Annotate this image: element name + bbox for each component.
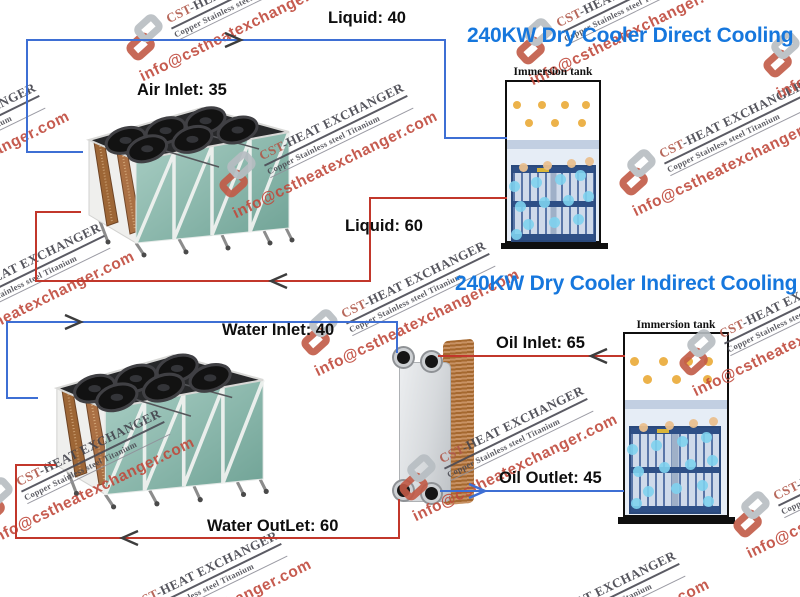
submerged-server-rack xyxy=(627,417,721,514)
pipe-water-inlet xyxy=(6,321,398,323)
direct-cooling-title: 240KW Dry Cooler Direct Cooling xyxy=(467,24,794,47)
watermark: CST-HEAT EXCHANGER Copper Stainless stee… xyxy=(754,0,800,103)
label-water-inlet: Water Inlet: 40 xyxy=(222,321,335,339)
label-oil-outlet: Oil Outlet: 45 xyxy=(499,469,602,487)
flow-arrow-left xyxy=(119,529,139,547)
dry-cooler-direct xyxy=(86,106,295,258)
watermark: CST-HEAT EXCHANGER Copper Stainless stee… xyxy=(724,410,800,563)
watermark-subtitle: Copper Stainless steel Titanium xyxy=(171,0,321,42)
watermark-email: info@cstheatexchanger.com xyxy=(744,447,800,563)
immersion-tank-indirect xyxy=(623,332,729,517)
tank-base xyxy=(501,243,608,249)
pipe-oil-outlet xyxy=(440,490,624,492)
watermark-email: info@cstheatexchanger.com xyxy=(774,0,800,103)
port-top-left xyxy=(394,348,413,367)
pipe-water-inlet xyxy=(396,321,398,353)
watermark-subtitle: Copper Stainless steel Titanium xyxy=(536,564,686,597)
pipe-liquid-supply xyxy=(26,39,446,41)
watermark-title: CST-HEAT EXCHANGER xyxy=(163,0,315,30)
indirect-cooling-title: 240KW Dry Cooler Indirect Cooling xyxy=(455,272,798,295)
label-air-inlet: Air Inlet: 35 xyxy=(137,81,227,99)
pipe-water-outlet xyxy=(15,464,17,539)
cst-logo-icon xyxy=(610,145,668,202)
watermark-email: info@cstheatexchanger.com xyxy=(0,107,73,223)
pipe-water-inlet xyxy=(7,397,38,399)
immersion-tank-direct xyxy=(505,80,601,243)
watermark: CST-HEAT EXCHANGER Copper Stainless stee… xyxy=(610,68,800,221)
cst-logo-icon xyxy=(0,473,25,530)
watermark-title: CST-HEAT EXCHANGER xyxy=(770,419,800,507)
watermark-email: info@cstheatexchanger.com xyxy=(104,556,314,597)
plate-heat-exchanger xyxy=(393,338,481,510)
port-bottom-left xyxy=(394,481,413,500)
watermark: CST-HEAT EXCHANGER Copper Stainless stee… xyxy=(0,70,73,223)
pipe-liquid-supply xyxy=(444,39,446,139)
watermark-title: CST-HEAT EXCHANGER xyxy=(656,77,800,165)
pipe-water-inlet xyxy=(6,321,8,399)
watermark-subtitle: Copper Stainless steel Titanium xyxy=(0,96,46,179)
tank-base xyxy=(618,517,735,524)
tank-label: Immersion tank xyxy=(513,66,593,78)
label-liquid-supply: Liquid: 40 xyxy=(328,9,406,27)
pipe-liquid-supply xyxy=(27,151,83,153)
cst-logo-icon xyxy=(724,487,782,544)
pipe-liquid-supply xyxy=(26,39,28,153)
watermark: CST-HEAT EXCHANGER Copper Stainless stee… xyxy=(482,538,712,597)
watermark-title: CST-HEAT EXCHANGER xyxy=(528,547,680,597)
port-top-right xyxy=(422,352,441,371)
pipe-water-outlet xyxy=(398,499,400,539)
dry-cooler-indirect xyxy=(53,353,269,510)
pipe-liquid-return xyxy=(370,197,507,199)
label-liquid-return: Liquid: 60 xyxy=(345,217,423,235)
pipe-liquid-return xyxy=(369,197,371,282)
front-plate xyxy=(399,362,451,502)
watermark-subtitle: Copper Stainless steel Titanium xyxy=(138,544,288,597)
pipe-liquid-return xyxy=(35,211,37,282)
watermark-title: CST-HEAT EXCHANGER xyxy=(716,257,800,345)
flow-arrow-right xyxy=(224,31,244,49)
pipe-liquid-supply xyxy=(444,137,507,139)
watermark-subtitle: Copper Stainless steel Titanium xyxy=(778,436,800,519)
port-bottom-right xyxy=(422,484,441,503)
pipe-water-outlet xyxy=(15,537,400,539)
pipe-water-outlet xyxy=(15,464,56,466)
watermark-subtitle: Copper Stainless steel Titanium xyxy=(664,94,800,177)
tank-label: Immersion tank xyxy=(636,319,716,331)
submerged-server-rack xyxy=(509,157,596,242)
pipe-liquid-return xyxy=(35,211,81,213)
pipe-oil-inlet xyxy=(438,355,625,357)
flow-arrow-left xyxy=(588,347,608,365)
flow-arrow-right xyxy=(64,313,84,331)
watermark-title: CST-HEAT EXCHANGER xyxy=(0,79,40,167)
flow-arrow-left xyxy=(268,272,288,290)
flow-arrow-right xyxy=(468,482,488,500)
label-oil-inlet: Oil Inlet: 65 xyxy=(496,334,585,352)
watermark-email: info@cstheatexchanger.com xyxy=(630,105,800,221)
label-water-outlet: Water OutLet: 60 xyxy=(207,517,339,535)
pipe-liquid-return xyxy=(36,280,371,282)
watermark-email: info@cstheatexchanger.com xyxy=(502,576,712,597)
